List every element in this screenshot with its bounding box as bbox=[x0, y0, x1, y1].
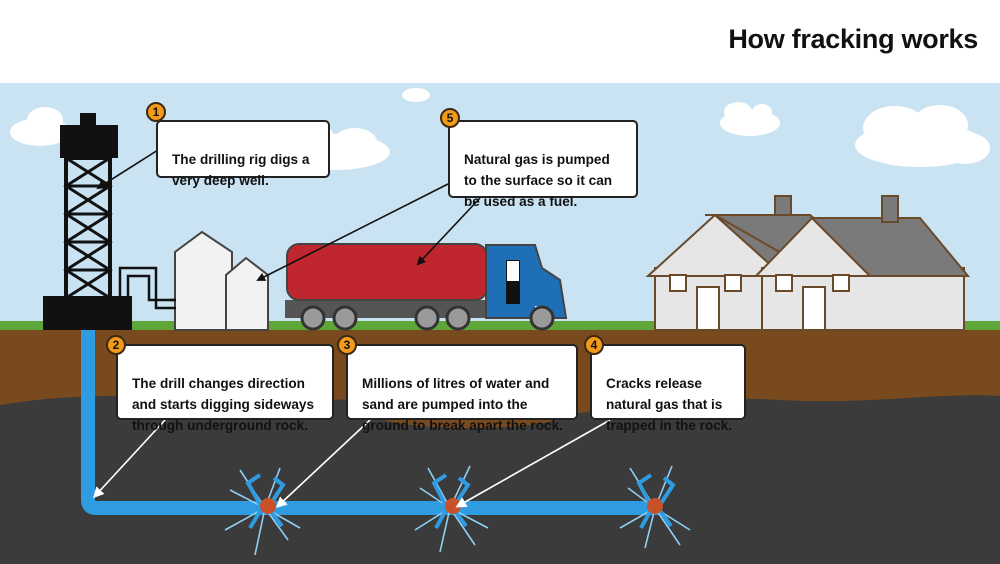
drilling-rig bbox=[43, 113, 132, 330]
callout-text: Millions of litres of water and sand are… bbox=[362, 376, 563, 433]
cloud bbox=[855, 105, 990, 167]
grass bbox=[0, 321, 1000, 330]
page-title: How fracking works bbox=[728, 24, 978, 54]
step-badge-5: 5 bbox=[440, 108, 460, 128]
cloud bbox=[720, 102, 780, 136]
gas-pocket bbox=[260, 498, 663, 514]
pointer-3 bbox=[275, 419, 371, 509]
callout-pointers bbox=[92, 149, 611, 509]
cloud bbox=[402, 88, 430, 102]
storage-tank bbox=[174, 230, 269, 331]
callout-text: The drill changes direction and starts d… bbox=[132, 376, 315, 433]
house-windows bbox=[669, 274, 850, 331]
fracture-cluster bbox=[245, 473, 676, 530]
pointer-2 bbox=[92, 419, 166, 499]
pointer-5b bbox=[416, 197, 481, 266]
pointer-1 bbox=[96, 149, 159, 190]
step-badge-3: 3 bbox=[337, 335, 357, 355]
step-badge-4: 4 bbox=[584, 335, 604, 355]
pointer-5a bbox=[256, 183, 449, 281]
callout-step-2: The drill changes direction and starts d… bbox=[116, 344, 334, 433]
callout-step-4: Cracks release natural gas that is trapp… bbox=[590, 344, 746, 433]
callout-step-1: The drilling rig digs a very deep well. bbox=[156, 120, 330, 188]
connecting-pipes bbox=[118, 266, 176, 310]
callout-step-5: Natural gas is pumped to the surface so … bbox=[448, 120, 638, 209]
tanker-truck bbox=[285, 243, 568, 331]
callout-step-3: Millions of litres of water and sand are… bbox=[346, 344, 578, 433]
rock-layer bbox=[0, 395, 1000, 564]
callout-text: Natural gas is pumped to the surface so … bbox=[464, 152, 613, 209]
house bbox=[711, 195, 971, 331]
well-pipe bbox=[81, 330, 660, 515]
pointer-4 bbox=[455, 419, 611, 508]
callout-text: The drilling rig digs a very deep well. bbox=[172, 152, 310, 188]
callout-text: Cracks release natural gas that is trapp… bbox=[606, 376, 733, 433]
step-badge-2: 2 bbox=[106, 335, 126, 355]
cloud bbox=[10, 107, 70, 146]
step-badge-1: 1 bbox=[146, 102, 166, 122]
